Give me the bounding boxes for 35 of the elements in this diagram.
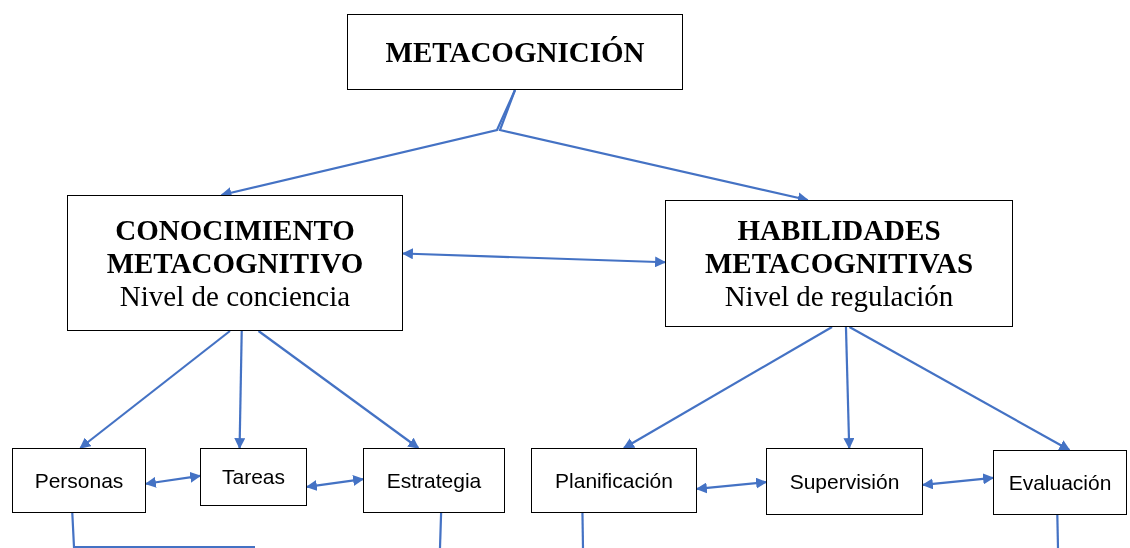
concept-box: [67, 195, 403, 331]
heading: HABILIDADES METACOGNITIVAS: [703, 214, 974, 280]
subtitle: Nivel de regulación: [724, 280, 954, 313]
heading: Supervisión: [789, 469, 900, 494]
heading: Evaluación: [1008, 470, 1112, 495]
arrow: [79, 330, 231, 449]
arrow: [257, 330, 420, 449]
category-box: [531, 448, 697, 513]
line: [1056, 514, 1060, 548]
arrow: [843, 326, 855, 450]
heading: CONOCIMIENTO METACOGNITIVO: [105, 213, 365, 280]
title-box: [347, 14, 683, 90]
line: [438, 512, 443, 548]
category-box: [766, 448, 923, 515]
arrow: [695, 477, 768, 494]
heading: Personas: [34, 468, 124, 493]
heading: Planificación: [555, 468, 673, 493]
arrow: [305, 475, 365, 491]
line: [71, 512, 255, 548]
category-box: [363, 448, 505, 513]
concept-box: [665, 200, 1013, 327]
arrow: [921, 473, 995, 490]
arrow: [234, 331, 246, 450]
heading: Tareas: [222, 465, 285, 489]
heading: Estrategia: [386, 468, 482, 493]
arrow: [623, 326, 833, 449]
arrow: [848, 326, 1071, 451]
category-box: [993, 450, 1127, 515]
line: [581, 513, 585, 548]
category-box: [200, 448, 307, 506]
arrow: [144, 471, 202, 488]
category-box: [12, 448, 146, 513]
arrow: [401, 248, 667, 268]
heading: METACOGNICIÓN: [385, 35, 645, 69]
subtitle: Nivel de conciencia: [119, 279, 351, 313]
